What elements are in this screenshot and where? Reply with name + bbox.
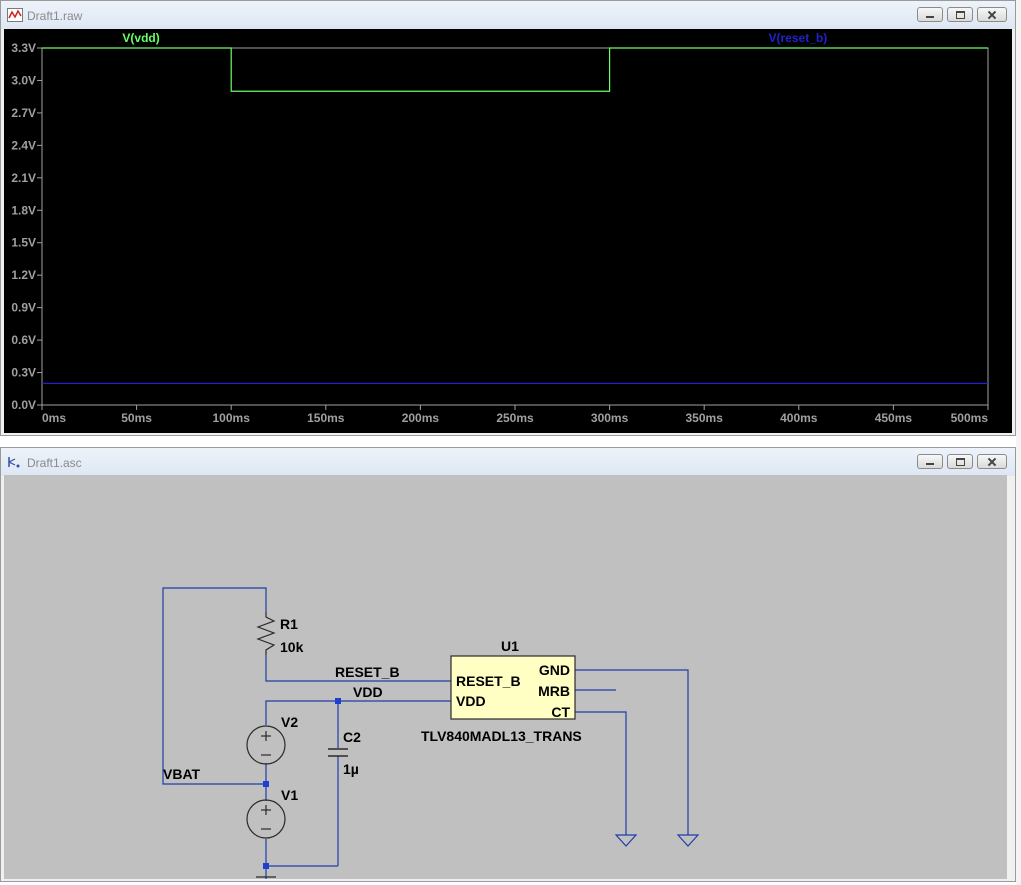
- wire-vdd[interactable]: [265, 700, 451, 725]
- u1-pin-gnd: GND: [539, 662, 570, 678]
- wire-ct-pin[interactable]: [575, 711, 627, 835]
- schematic-canvas[interactable]: R1 10k C2 1µ V2: [4, 475, 1007, 879]
- u1-pin-vdd: VDD: [456, 693, 486, 709]
- minimize-button[interactable]: [917, 454, 943, 469]
- junction-ground: [263, 863, 269, 869]
- x-tick-label: 50ms: [121, 411, 152, 425]
- x-tick-label: 100ms: [213, 411, 251, 425]
- y-tick-label: 0.0V: [11, 398, 36, 412]
- x-tick-label: 400ms: [780, 411, 818, 425]
- waveform-titlebar[interactable]: Draft1.raw: [1, 1, 1015, 29]
- schematic-window-title: Draft1.asc: [27, 456, 82, 470]
- x-tick-label: 300ms: [591, 411, 629, 425]
- x-tick-label: 200ms: [402, 411, 440, 425]
- junction-vbat: [263, 781, 269, 787]
- waveform-window-title: Draft1.raw: [27, 9, 83, 23]
- u1-ref: U1: [501, 638, 519, 654]
- x-tick-label: 150ms: [307, 411, 345, 425]
- u1-pin-mrb: MRB: [538, 683, 570, 699]
- wire-reset-b[interactable]: [265, 655, 451, 682]
- ground-symbol-gnd[interactable]: [676, 834, 700, 847]
- schematic-titlebar[interactable]: Draft1.asc: [1, 448, 1015, 476]
- y-tick-label: 1.2V: [11, 268, 36, 282]
- x-tick-label: 450ms: [875, 411, 913, 425]
- wire-gnd-pin[interactable]: [575, 669, 689, 835]
- close-button[interactable]: [977, 454, 1007, 469]
- u1-ic-body[interactable]: [450, 655, 576, 720]
- u1-pin-reset-b: RESET_B: [456, 673, 521, 689]
- maximize-button[interactable]: [947, 7, 973, 22]
- waveform-plot-area[interactable]: 0.0V 0.3V 0.6V 0.9V 1.2V 1.5V 1.8V 2.1V 2.4V 2.7V…: [4, 29, 1012, 433]
- r1-resistor-symbol[interactable]: [256, 612, 276, 655]
- window-edge-strip: [1016, 0, 1021, 885]
- waveform-window[interactable]: Draft1.raw 0.0V 0.3V 0.6V 0.9V 1.2V 1.5V 1.8V 2…: [0, 0, 1016, 436]
- y-tick-label: 3.0V: [11, 73, 36, 87]
- close-button[interactable]: [977, 7, 1007, 22]
- net-label-reset-b: RESET_B: [335, 664, 400, 680]
- net-label-vdd: VDD: [353, 684, 383, 700]
- y-tick-label: 1.8V: [11, 203, 36, 217]
- y-tick-label: 0.6V: [11, 333, 36, 347]
- y-tick-label: 0.3V: [11, 366, 36, 380]
- v2-ref: V2: [281, 714, 298, 730]
- c2-capacitor-symbol[interactable]: [328, 748, 348, 757]
- r1-ref: R1: [280, 616, 298, 632]
- u1-pin-ct: CT: [551, 704, 570, 720]
- y-tick-label: 2.4V: [11, 138, 36, 152]
- wire-vbat-loop[interactable]: [162, 587, 267, 785]
- u1-part-name: TLV840MADL13_TRANS: [421, 728, 582, 744]
- legend-entry-0[interactable]: V(vdd): [122, 31, 159, 45]
- c2-value: 1µ: [343, 761, 359, 777]
- v1-voltage-source[interactable]: [246, 799, 286, 839]
- ground-symbol-ct[interactable]: [614, 834, 638, 847]
- y-tick-label: 1.5V: [11, 236, 36, 250]
- y-tick-label: 0.9V: [11, 301, 36, 315]
- minimize-button[interactable]: [917, 7, 943, 22]
- trace-0[interactable]: [42, 47, 988, 92]
- v2-voltage-source[interactable]: [246, 725, 286, 765]
- r1-value: 10k: [280, 639, 304, 655]
- x-tick-label: 0ms: [42, 411, 66, 425]
- waveform-icon: [7, 8, 23, 22]
- legend-entry-1[interactable]: V(reset_b): [769, 31, 828, 45]
- x-tick-label: 250ms: [496, 411, 534, 425]
- waveform-chart[interactable]: 0.0V 0.3V 0.6V 0.9V 1.2V 1.5V 1.8V 2.1V 2.4V 2.7V…: [4, 29, 1012, 433]
- y-tick-label: 2.7V: [11, 106, 36, 120]
- schematic-window[interactable]: Draft1.asc: [0, 447, 1016, 882]
- v1-ref: V1: [281, 787, 298, 803]
- junction-vdd: [335, 698, 341, 704]
- y-tick-label: 3.3V: [11, 41, 36, 55]
- schematic-icon: [8, 457, 20, 468]
- net-label-vbat: VBAT: [163, 766, 201, 782]
- plot-frame: [41, 47, 989, 406]
- x-tick-label: 350ms: [686, 411, 724, 425]
- c2-ref: C2: [343, 729, 361, 745]
- x-tick-label: 500ms: [951, 411, 989, 425]
- maximize-button[interactable]: [947, 454, 973, 469]
- schematic-drawing[interactable]: R1 10k C2 1µ V2: [4, 475, 1007, 879]
- y-tick-label: 2.1V: [11, 171, 36, 185]
